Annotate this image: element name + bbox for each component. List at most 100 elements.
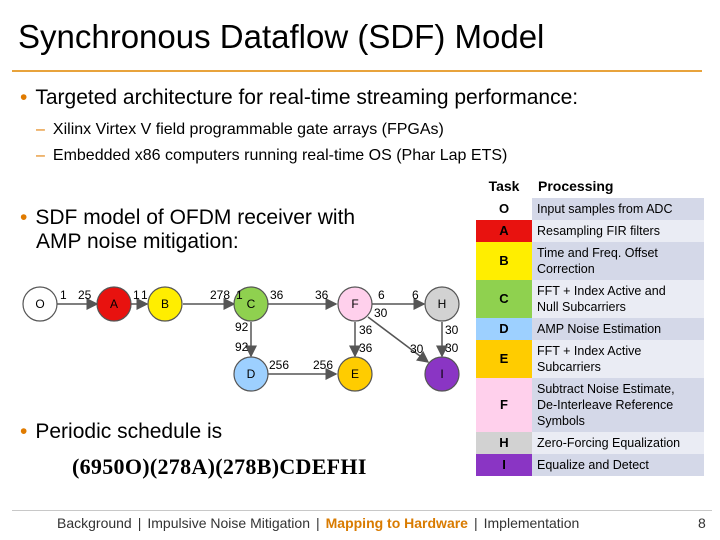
task-cell: H xyxy=(476,432,532,454)
node-d-label: D xyxy=(247,367,256,381)
footer-separator: | xyxy=(137,515,142,531)
bullet-marker: • xyxy=(20,86,28,109)
bullet-sdf-line1: SDF model of OFDM receiver with xyxy=(35,206,356,229)
sub-bullet-x86-text: Embedded x86 computers running real-time… xyxy=(52,147,508,164)
rate-label: 1 xyxy=(60,288,67,302)
page-number: 8 xyxy=(698,515,706,531)
bullet-periodic-text: Periodic schedule is xyxy=(35,420,223,443)
edge-f-i xyxy=(367,316,430,363)
processing-line: FFT + Index Active xyxy=(537,344,642,358)
footer-item-implementation[interactable]: Implementation xyxy=(483,515,580,531)
rate-label: 6 xyxy=(412,288,419,302)
bullet-marker: • xyxy=(20,206,28,229)
footer-separator: | xyxy=(473,515,478,531)
bullet-sdf-line2: AMP noise mitigation: xyxy=(36,230,239,253)
processing-cell: Resampling FIR filters xyxy=(532,220,704,242)
table-row: F Subtract Noise Estimate, De-Interleave R… xyxy=(476,378,704,432)
node-o-label: O xyxy=(35,297,44,311)
processing-cell: Zero-Forcing Equalization xyxy=(532,432,704,454)
rate-label: 36 xyxy=(315,288,329,302)
bullet-architecture: • Targeted architecture for real-time str… xyxy=(20,86,578,110)
processing-line: Subcarriers xyxy=(537,360,601,374)
task-cell: F xyxy=(476,378,532,432)
task-cell: O xyxy=(476,198,532,220)
schedule-formula: (6950O)(278A)(278B)CDEFHI xyxy=(72,454,367,479)
node-h-label: H xyxy=(438,297,447,311)
node-h xyxy=(424,286,460,322)
processing-line: Symbols xyxy=(537,414,585,428)
rate-label: 6 xyxy=(378,288,385,302)
processing-line: Input samples from ADC xyxy=(537,202,673,216)
node-b-label: B xyxy=(161,297,169,311)
sub-bullet-fpga: –Xilinx Virtex V field programmable gate… xyxy=(36,121,444,139)
footer-divider xyxy=(12,510,712,511)
table-header-processing: Processing xyxy=(532,174,704,198)
rate-label: 36 xyxy=(270,288,284,302)
processing-line: Correction xyxy=(537,262,595,276)
task-cell: D xyxy=(476,318,532,340)
processing-cell: AMP Noise Estimation xyxy=(532,318,704,340)
processing-line: Subtract Noise Estimate, xyxy=(537,382,675,396)
rate-label: 30 xyxy=(374,306,388,320)
node-e xyxy=(337,356,373,392)
processing-line: FFT + Index Active and xyxy=(537,284,666,298)
processing-line: Equalize and Detect xyxy=(537,458,649,472)
node-c-label: C xyxy=(247,297,256,311)
bullet-architecture-text: Targeted architecture for real-time stre… xyxy=(35,86,579,109)
table-row: O Input samples from ADC xyxy=(476,198,704,220)
table-header-row: Task Processing xyxy=(476,174,704,198)
footer-nav: Background | Impulsive Noise Mitigation | Ma… xyxy=(57,515,579,531)
rate-label: 30 xyxy=(445,341,459,355)
node-f xyxy=(337,286,373,322)
rate-label: 92 xyxy=(235,320,249,334)
rate-label: 256 xyxy=(313,358,333,372)
node-c xyxy=(233,286,269,322)
task-cell: B xyxy=(476,242,532,280)
processing-line: De-Interleave Reference xyxy=(537,398,674,412)
processing-line: Time and Freq. Offset xyxy=(537,246,658,260)
sub-bullet-fpga-text: Xilinx Virtex V field programmable gate … xyxy=(52,121,444,138)
processing-line: AMP Noise Estimation xyxy=(537,322,662,336)
rate-label: 30 xyxy=(445,323,459,337)
table-row: I Equalize and Detect xyxy=(476,454,704,476)
node-e-label: E xyxy=(351,367,359,381)
rate-label: 36 xyxy=(359,341,373,355)
sub-bullet-x86: –Embedded x86 computers running real-tim… xyxy=(36,147,507,165)
task-cell: E xyxy=(476,340,532,378)
rate-label: 92 xyxy=(235,340,249,354)
node-i-label: I xyxy=(440,367,443,381)
footer-item-mapping-hardware[interactable]: Mapping to Hardware xyxy=(325,515,468,531)
node-a xyxy=(96,286,132,322)
title-divider xyxy=(12,70,702,72)
slide-title: Synchronous Dataflow (SDF) Model xyxy=(18,18,545,55)
processing-cell: Equalize and Detect xyxy=(532,454,704,476)
table-row: H Zero-Forcing Equalization xyxy=(476,432,704,454)
task-table: Task Processing O Input samples from ADC A… xyxy=(476,174,704,476)
table-row: D AMP Noise Estimation xyxy=(476,318,704,340)
footer-item-background[interactable]: Background xyxy=(57,515,132,531)
processing-line: Null Subcarriers xyxy=(537,300,626,314)
node-b xyxy=(147,286,183,322)
node-a-label: A xyxy=(110,297,118,311)
node-i xyxy=(424,356,460,392)
node-f-label: F xyxy=(351,297,358,311)
task-cell: I xyxy=(476,454,532,476)
footer-item-impulsive-noise[interactable]: Impulsive Noise Mitigation xyxy=(147,515,310,531)
rate-label: 1 xyxy=(133,288,140,302)
rate-label: 1 xyxy=(236,288,243,302)
processing-cell: Input samples from ADC xyxy=(532,198,704,220)
dash-marker: – xyxy=(36,121,45,138)
bullet-marker: • xyxy=(20,420,28,443)
processing-line: Zero-Forcing Equalization xyxy=(537,436,681,450)
dash-marker: – xyxy=(36,147,45,164)
bullet-sdf-model: • SDF model of OFDM receiver with AMP noi… xyxy=(20,206,355,254)
node-o xyxy=(22,286,58,322)
bullet-periodic-schedule: • Periodic schedule is xyxy=(20,420,222,444)
